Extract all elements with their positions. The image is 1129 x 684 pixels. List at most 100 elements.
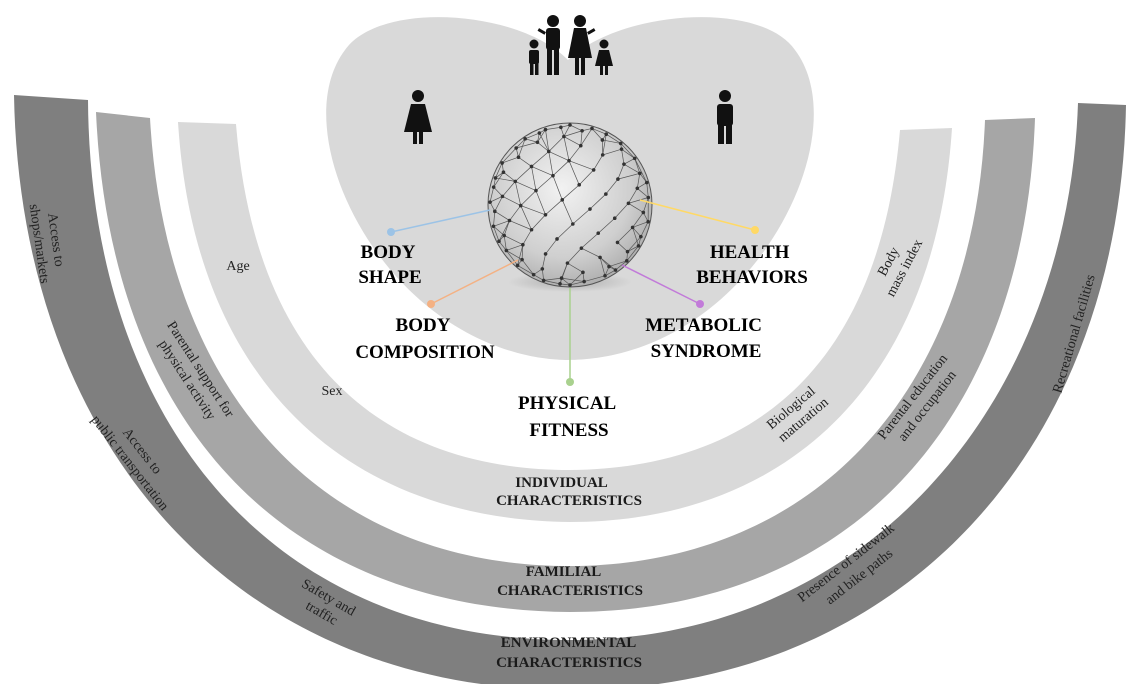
sphere-node xyxy=(491,224,496,229)
sphere-edge xyxy=(578,169,594,186)
sphere-node xyxy=(514,146,518,150)
sphere-node xyxy=(568,123,572,127)
sphere-edge xyxy=(494,211,510,221)
sphere-edge xyxy=(552,175,563,200)
sphere-edge xyxy=(568,145,582,161)
sphere-edge xyxy=(502,196,521,206)
sphere-edge xyxy=(543,277,562,281)
environmental-band-label: ENVIRONMENTAL CHARACTERISTICS xyxy=(496,635,642,671)
sphere-edge xyxy=(531,214,546,230)
sphere-edge xyxy=(591,128,603,141)
metabolic-syndrome-connector xyxy=(621,264,701,305)
sphere-edge xyxy=(494,196,503,212)
sphere-edge xyxy=(567,247,582,264)
sphere-node xyxy=(600,138,605,142)
sphere-edge xyxy=(504,235,523,246)
sphere-edge xyxy=(617,242,628,252)
sphere-node xyxy=(501,170,506,174)
sphere-edge xyxy=(545,126,561,130)
sphere-node xyxy=(644,180,649,185)
sphere-edge xyxy=(561,263,568,279)
sphere-edge xyxy=(506,250,518,266)
sphere-edge xyxy=(623,158,635,165)
sphere-edge xyxy=(541,268,545,281)
sphere-edge xyxy=(531,166,554,176)
sphere-node xyxy=(491,185,496,189)
sphere-node xyxy=(604,192,608,196)
sphere-node xyxy=(588,207,592,211)
sphere-edge xyxy=(627,236,642,252)
sphere-edge xyxy=(548,136,565,152)
sphere-edge xyxy=(599,257,616,271)
sphere-node xyxy=(635,186,640,191)
sphere-edge xyxy=(569,124,583,132)
sphere-edge xyxy=(495,162,503,179)
health-behaviors-connector xyxy=(639,199,756,231)
sphere-edge xyxy=(537,129,546,143)
sphere-edge xyxy=(623,163,640,174)
sphere-edge xyxy=(501,147,517,164)
sphere-edge xyxy=(509,220,532,231)
sphere-edge xyxy=(543,280,561,285)
sphere-node xyxy=(531,272,536,277)
sphere-edge xyxy=(593,154,604,171)
sphere-node xyxy=(488,200,492,204)
sphere-edge xyxy=(531,166,537,191)
sphere-edge xyxy=(572,208,591,225)
sphere-edge xyxy=(493,220,510,227)
sphere-edge xyxy=(495,177,516,182)
sphere-node xyxy=(596,231,601,236)
sphere-edge xyxy=(569,281,585,286)
sphere-edge xyxy=(498,241,507,251)
sphere-node xyxy=(600,153,605,157)
sphere-edge xyxy=(632,221,649,228)
sphere-edge xyxy=(584,275,606,282)
sphere-node xyxy=(537,131,542,135)
sphere-edge xyxy=(520,205,546,216)
sphere-edge xyxy=(602,139,621,144)
sphere-node xyxy=(502,233,507,238)
sphere-edge xyxy=(563,124,571,137)
sphere-edge xyxy=(515,138,526,149)
sphere-edge xyxy=(597,217,615,234)
sphere-node xyxy=(646,195,651,200)
sphere-node xyxy=(607,264,611,269)
sphere-edge xyxy=(563,136,581,147)
sphere-edge xyxy=(568,160,580,185)
sphere-edge xyxy=(640,221,649,237)
sphere-node xyxy=(582,279,586,284)
sphere-edge xyxy=(637,188,649,198)
sphere-edge xyxy=(562,184,580,201)
body-shape-dot xyxy=(387,228,395,236)
sphere-edge xyxy=(537,141,550,152)
sphere-edge xyxy=(621,149,625,165)
sphere-node xyxy=(579,246,584,250)
sphere-node xyxy=(613,268,618,272)
sphere-edge xyxy=(545,238,558,255)
sphere-edge xyxy=(628,197,649,204)
sphere-edge xyxy=(533,274,544,281)
sphere-node xyxy=(497,239,501,244)
network-sphere-icon xyxy=(487,122,653,288)
sphere-node xyxy=(618,141,623,146)
sphere-edge xyxy=(561,199,574,225)
sphere-edge xyxy=(637,182,647,189)
body-shape-label: BODY SHAPE xyxy=(358,242,421,288)
sphere-edge xyxy=(632,227,639,246)
sphere-node xyxy=(567,158,571,163)
sphere-edge xyxy=(525,132,540,140)
sphere-edge xyxy=(517,244,524,266)
sphere-node xyxy=(520,257,524,262)
sphere-edge xyxy=(509,205,521,221)
sphere-node xyxy=(534,188,538,193)
sphere-node xyxy=(521,242,525,247)
metabolic-syndrome-label: METABOLIC SYNDROME xyxy=(645,315,767,362)
sphere-edge xyxy=(493,172,504,188)
sphere-node xyxy=(598,255,602,260)
sphere-edge xyxy=(489,196,503,203)
familial-band-label: FAMILIAL CHARACTERISTICS xyxy=(497,564,643,599)
health-behaviors-dot xyxy=(751,226,759,234)
sphere-node xyxy=(604,132,609,137)
sphere-edge xyxy=(620,143,635,159)
